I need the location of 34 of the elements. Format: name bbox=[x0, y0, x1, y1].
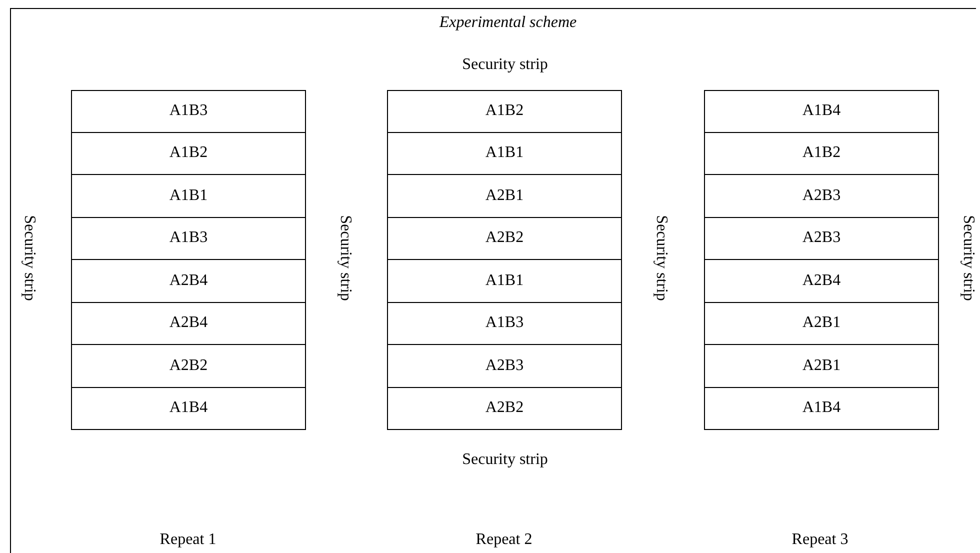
plot-cell: A1B1 bbox=[71, 174, 306, 218]
strip-label: Security strip bbox=[959, 215, 977, 301]
plot-cell: A2B4 bbox=[71, 259, 306, 302]
plot-cell: A1B2 bbox=[387, 90, 622, 132]
plot-cell: A2B1 bbox=[704, 302, 939, 345]
plot-cell: A2B1 bbox=[704, 344, 939, 388]
plot-cell: A1B2 bbox=[71, 132, 306, 175]
plot-cell: A1B4 bbox=[704, 90, 939, 132]
plot-cell: A1B1 bbox=[387, 132, 622, 175]
plot-cell: A1B3 bbox=[71, 216, 306, 260]
repeat-label: Repeat 2 bbox=[476, 531, 532, 549]
plot-cell: A1B4 bbox=[71, 386, 306, 430]
repeat-label: Repeat 1 bbox=[160, 531, 216, 549]
strip-label: Security strip bbox=[462, 56, 548, 74]
plot-cell: A1B2 bbox=[704, 132, 939, 175]
diagram-title: Experimental scheme bbox=[439, 14, 577, 32]
plot-cell: A2B2 bbox=[387, 386, 622, 430]
repeat-label: Repeat 3 bbox=[792, 531, 848, 549]
strip-label: Security strip bbox=[652, 215, 670, 301]
plot-cell: A1B4 bbox=[704, 386, 939, 430]
strip-label: Security strip bbox=[462, 451, 548, 469]
plot-cell: A1B3 bbox=[71, 90, 306, 132]
plot-cell: A1B1 bbox=[387, 259, 622, 302]
plot-cell: A2B3 bbox=[704, 216, 939, 260]
plot-cell: A2B3 bbox=[704, 174, 939, 218]
plot-cell: A2B1 bbox=[387, 174, 622, 218]
plot-cell: A2B2 bbox=[387, 216, 622, 260]
strip-label: Security strip bbox=[20, 215, 38, 301]
plot-cell: A2B4 bbox=[71, 302, 306, 345]
plot-cell: A1B3 bbox=[387, 302, 622, 345]
plot-cell: A2B4 bbox=[704, 259, 939, 302]
strip-label: Security strip bbox=[336, 215, 354, 301]
plot-cell: A2B3 bbox=[387, 344, 622, 388]
plot-cell: A2B2 bbox=[71, 344, 306, 388]
